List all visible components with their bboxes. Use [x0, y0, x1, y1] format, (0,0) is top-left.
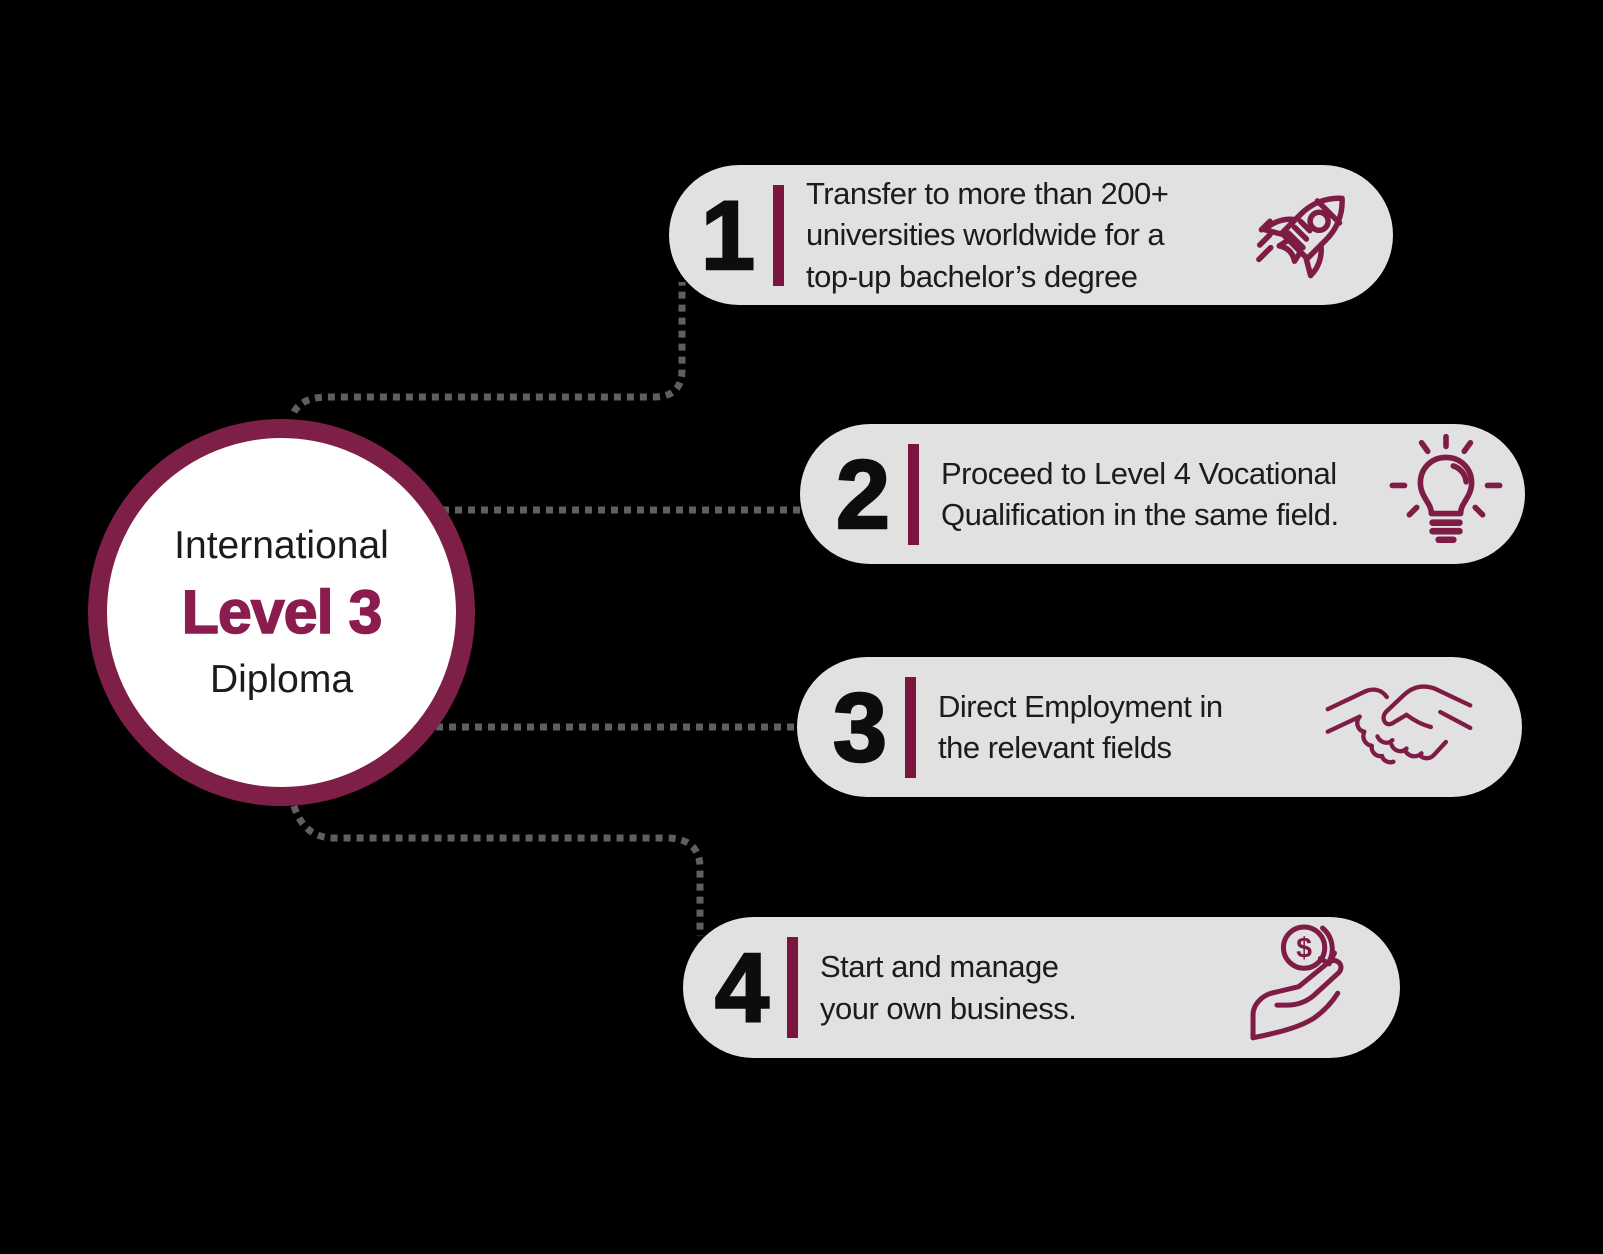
central-circle: International Level 3 Diploma: [88, 419, 475, 806]
item-text: Direct Employment in the relevant fields: [938, 688, 1223, 765]
benefit-item-1: 1 Transfer to more than 200+ universitie…: [669, 165, 1393, 305]
item-number: 1: [700, 180, 756, 290]
item-text: Transfer to more than 200+ universities …: [806, 176, 1169, 294]
item-number: 4: [714, 933, 770, 1042]
item-divider-bar: [787, 937, 798, 1038]
item-divider-bar: [773, 184, 784, 286]
item-divider-bar: [905, 676, 916, 778]
connector-line-4: [290, 804, 704, 936]
circle-text-international: International: [174, 524, 389, 567]
circle-text-diploma: Diploma: [209, 658, 354, 701]
dollar-sign: $: [1296, 931, 1312, 963]
item-divider-bar: [908, 443, 919, 545]
item-text: Proceed to Level 4 Vocational Qualificat…: [941, 455, 1339, 532]
rocket-icon: [1243, 175, 1363, 295]
benefit-item-3: 3 Direct Employment in the relevant fiel…: [797, 657, 1522, 797]
lightbulb-icon: [1385, 433, 1507, 555]
hand-coin-icon: $: [1242, 915, 1364, 1041]
handshake-icon: [1324, 678, 1474, 776]
item-text: Start and manage your own business.: [820, 949, 1077, 1026]
circle-text-level3: Level 3: [181, 578, 383, 646]
connector-line-1: [290, 282, 686, 414]
benefit-item-2: 2 Proceed to Level 4 Vocational Qualific…: [800, 424, 1525, 564]
item-number: 2: [835, 439, 891, 549]
benefit-item-4: 4 Start and manage your own business. $: [683, 917, 1400, 1058]
item-number: 3: [832, 672, 888, 782]
